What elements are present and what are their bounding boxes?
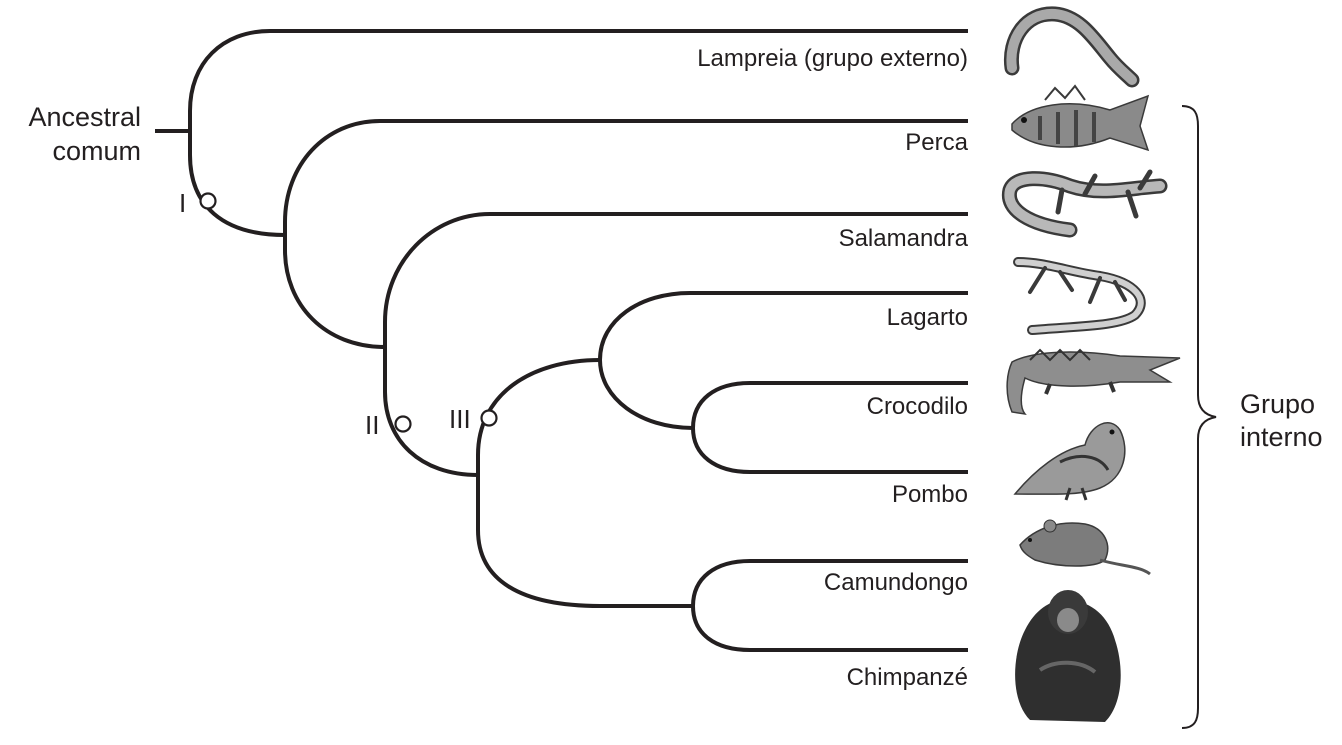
node-ii-label: II bbox=[365, 410, 379, 440]
taxon-label-pombo: Pombo bbox=[892, 481, 968, 508]
pigeon-icon bbox=[1013, 422, 1126, 501]
branch-crocodilo bbox=[691, 381, 968, 429]
taxon-label-lagarto: Lagarto bbox=[887, 304, 968, 331]
node-ii-marker bbox=[394, 415, 412, 433]
branch-perca bbox=[283, 119, 968, 235]
ingroup-label-line2: interno bbox=[1240, 422, 1323, 452]
branch-n1-to-n2 bbox=[283, 235, 386, 349]
lamprey-icon bbox=[1003, 6, 1140, 88]
taxon-label-lampreia: Lampreia (grupo externo) bbox=[697, 45, 968, 72]
taxon-label-chimpanze: Chimpanzé bbox=[847, 664, 968, 691]
tree-branches bbox=[155, 29, 968, 652]
branch-n2-to-n3 bbox=[383, 347, 479, 477]
branch-salamandra bbox=[383, 212, 968, 347]
lizard-icon bbox=[1013, 257, 1146, 335]
mouse-icon bbox=[1019, 519, 1151, 576]
crocodile-icon bbox=[1006, 348, 1181, 416]
branch-lampreia bbox=[188, 29, 968, 131]
salamander-icon bbox=[1001, 169, 1168, 238]
node-i-label: I bbox=[179, 188, 186, 218]
branch-to-mammalia bbox=[476, 475, 693, 608]
root-label-line1: Ancestral bbox=[28, 102, 141, 132]
taxon-label-perca: Perca bbox=[905, 129, 968, 156]
node-iii-label: III bbox=[449, 404, 471, 434]
branch-chimpanze bbox=[691, 605, 968, 652]
taxon-label-crocodilo: Crocodilo bbox=[867, 393, 968, 420]
perch-fish-icon bbox=[1011, 84, 1150, 152]
root-label-line2: comum bbox=[52, 136, 141, 166]
branch-root-to-n1 bbox=[188, 131, 286, 237]
branch-lagarto bbox=[598, 291, 968, 361]
ingroup-brace bbox=[1181, 105, 1217, 729]
chimpanzee-icon bbox=[1015, 590, 1121, 722]
branch-to-archosauria bbox=[598, 359, 694, 430]
branch-to-sauropsida bbox=[476, 358, 601, 475]
node-i-marker bbox=[199, 192, 217, 210]
taxon-label-camundongo: Camundongo bbox=[824, 569, 968, 596]
ingroup-label-line1: Grupo bbox=[1240, 389, 1315, 419]
branch-camundongo bbox=[691, 559, 968, 607]
taxon-label-salamandra: Salamandra bbox=[839, 225, 969, 252]
branch-pombo bbox=[691, 427, 968, 474]
node-iii-marker bbox=[480, 409, 498, 427]
